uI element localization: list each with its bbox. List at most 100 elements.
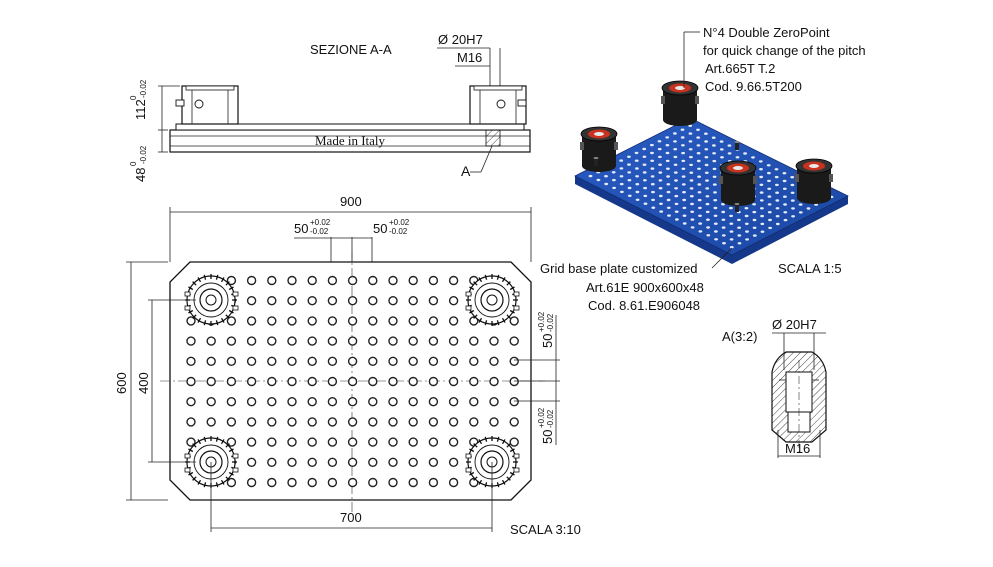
iso-hole [729, 222, 734, 225]
iso-pin [734, 141, 740, 150]
grid-hole [246, 437, 257, 447]
iso-hole [752, 203, 756, 206]
grid-hole [408, 417, 418, 427]
grid-hole [489, 397, 499, 407]
grid-hole [226, 376, 237, 387]
grid-hole [388, 477, 398, 488]
iso-hole [673, 171, 678, 174]
iso-hole [767, 211, 772, 214]
iso-hole [658, 179, 663, 182]
iso-hole [650, 167, 655, 170]
iso-zeropoint [661, 80, 699, 126]
iso-hole [774, 168, 779, 171]
iso-hole [706, 234, 711, 237]
iso-hole [697, 175, 701, 178]
iso-zeropoint [580, 126, 618, 172]
dim-pitch-50a: 50 [294, 221, 308, 236]
plate-desc-line1: Grid base plate customized [540, 261, 698, 276]
grid-hole [388, 275, 398, 286]
grid-hole [267, 397, 277, 407]
iso-scale-label: SCALA 1:5 [778, 261, 842, 276]
grid-hole [469, 417, 479, 427]
iso-hole [713, 199, 718, 202]
iso-hole [696, 159, 701, 163]
iso-hole [711, 136, 716, 139]
iso-hole [775, 215, 780, 218]
dim-pitch-50c: 50 [540, 334, 555, 348]
iso-hole [767, 179, 771, 183]
iso-hole [642, 171, 647, 174]
iso-hole [651, 190, 655, 194]
iso-hole [782, 187, 787, 190]
iso-hole [682, 191, 686, 194]
grid-hole [307, 477, 317, 488]
dim-pitch-50a-tol-up: +0.02 [310, 218, 331, 227]
iso-hole [721, 210, 726, 214]
iso-hole [744, 222, 749, 225]
iso-hole [705, 210, 710, 214]
detail-hole-dia: Ø 20H7 [772, 317, 817, 332]
iso-hole [681, 144, 685, 147]
grid-hole [287, 336, 297, 346]
iso-hole [612, 178, 616, 182]
grid-hole [509, 437, 519, 447]
iso-hole [775, 183, 779, 187]
iso-hole [658, 187, 663, 190]
grid-hole [186, 356, 196, 366]
grid-hole [186, 417, 196, 427]
grid-hole [388, 316, 398, 326]
iso-hole [705, 187, 710, 190]
iso-hole [697, 191, 702, 194]
iso-hole [790, 191, 795, 194]
grid-hole [226, 356, 237, 366]
grid-hole [368, 336, 378, 346]
grid-hole [287, 316, 297, 326]
iso-pin [593, 157, 599, 166]
iso-hole [698, 230, 703, 233]
grid-hole [408, 397, 418, 407]
dim-pitch-50c-tol-up: +0.02 [537, 311, 546, 332]
grid-hole [448, 477, 459, 488]
dim-pitch-50d-tol-up: +0.02 [537, 407, 546, 428]
grid-hole [388, 356, 398, 366]
iso-hole [674, 187, 678, 190]
grid-hole [368, 356, 378, 366]
iso-hole [681, 159, 686, 163]
iso-hole [737, 226, 741, 229]
grid-hole [408, 336, 418, 346]
iso-hole [760, 214, 764, 218]
iso-hole [688, 132, 693, 135]
iso-hole [775, 191, 779, 194]
iso-hole [689, 171, 694, 174]
plan-zeropoint-modules [184, 274, 520, 488]
grid-hole [428, 336, 439, 346]
iso-hole [658, 163, 662, 166]
iso-hole [673, 148, 678, 151]
grid-hole [408, 437, 418, 447]
iso-hole [658, 171, 663, 174]
grid-hole [206, 376, 216, 387]
iso-hole [759, 183, 764, 186]
iso-hole [768, 226, 772, 230]
grid-hole [327, 437, 338, 447]
grid-hole [368, 417, 378, 427]
iso-hole [791, 207, 795, 210]
iso-hole [612, 186, 616, 190]
section-hole-dia-label: Ø 20H7 [438, 32, 483, 47]
iso-hole [674, 194, 679, 198]
iso-hole [751, 156, 755, 159]
iso-hole [658, 194, 663, 198]
iso-hole [737, 218, 741, 222]
grid-hole [246, 356, 257, 366]
iso-hole [727, 152, 732, 155]
iso-hole [704, 163, 709, 167]
grid-hole [368, 316, 378, 326]
iso-hole [759, 175, 764, 179]
section-hole-a [485, 129, 501, 147]
iso-hole [783, 218, 788, 222]
iso-hole [651, 206, 656, 209]
iso-hole [729, 214, 733, 218]
iso-hole [596, 178, 601, 182]
iso-hole [681, 151, 685, 155]
iso-hole [635, 167, 639, 170]
